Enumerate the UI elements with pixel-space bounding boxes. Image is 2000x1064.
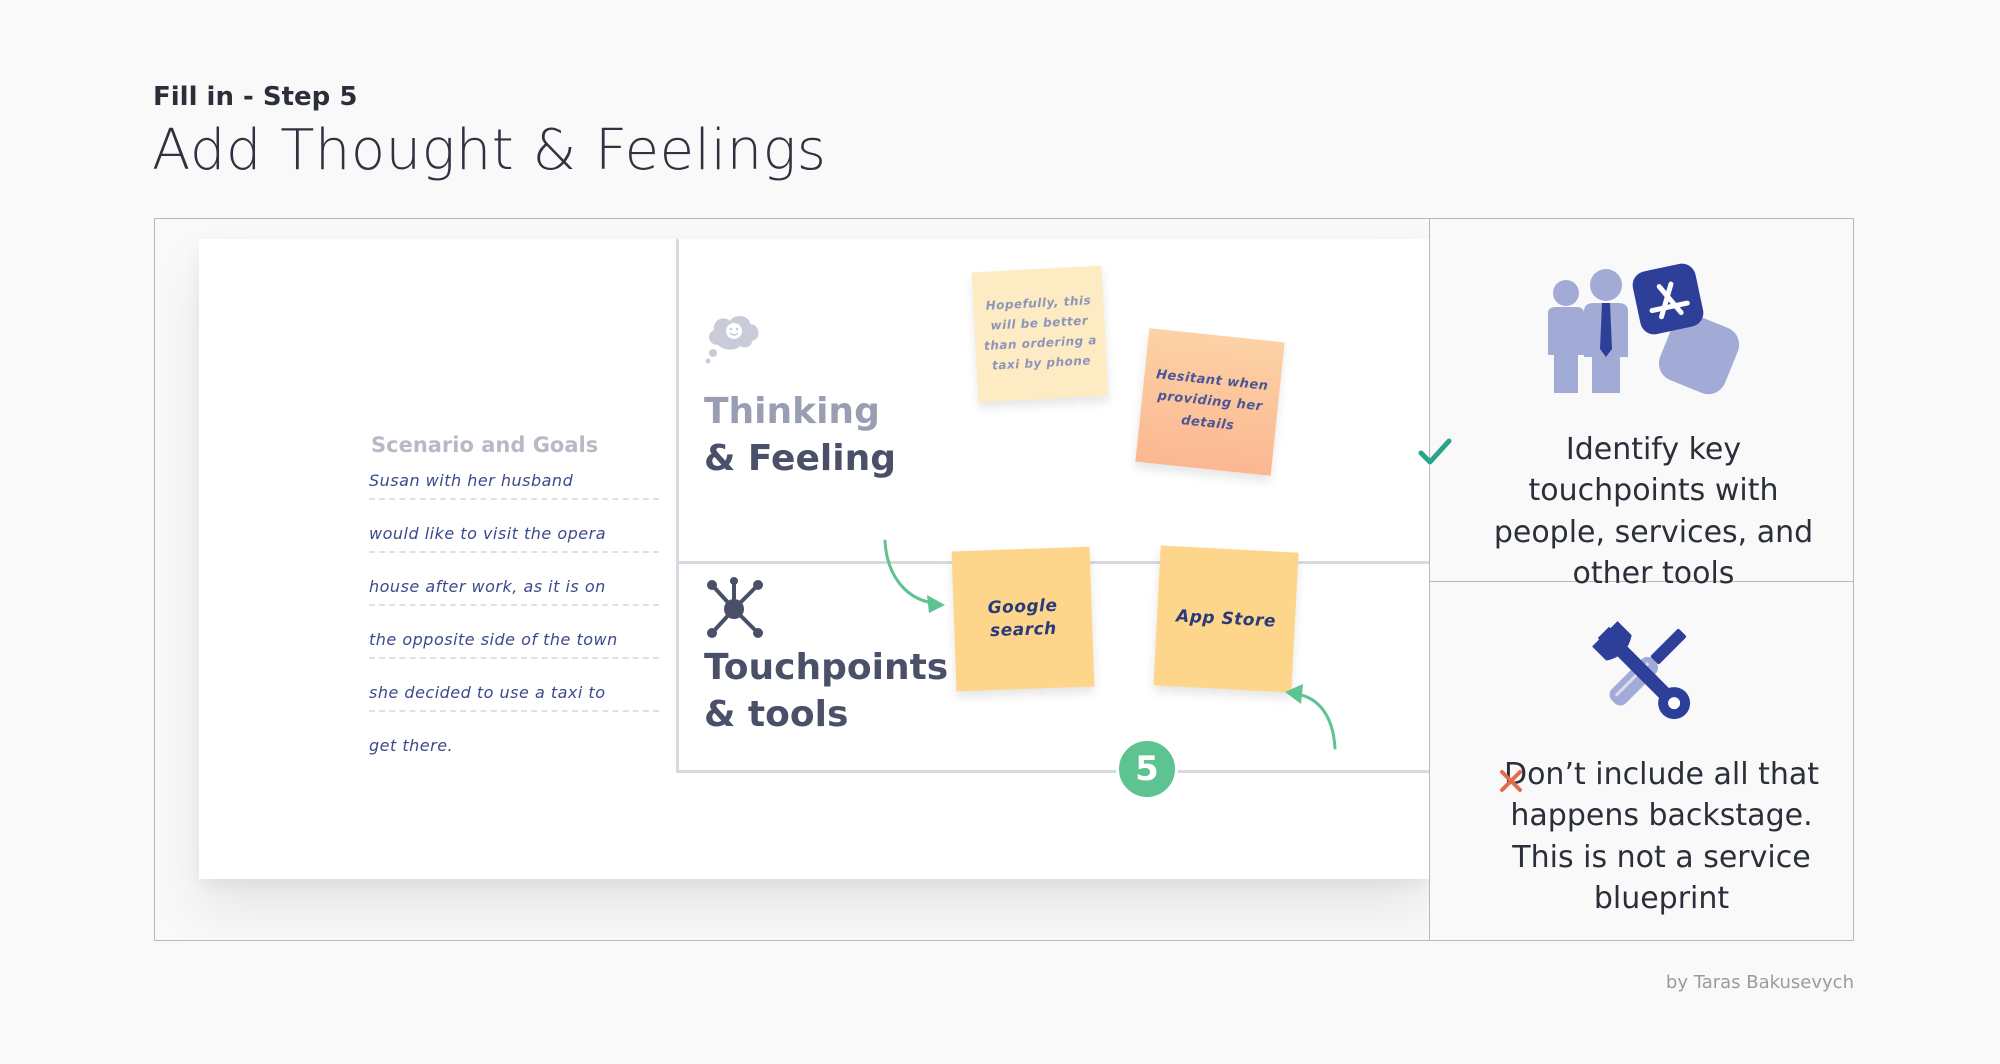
thinking-label: Thinking [704,391,880,432]
feeling-label: & Feeling [704,437,896,479]
curved-arrow-icon [879,537,949,621]
scenario-line: would like to visit the opera [369,524,659,553]
step-number-badge: 5 [1116,738,1178,800]
step-label: Fill in - Step 5 [153,82,358,112]
author-credit: by Taras Bakusevych [1665,972,1854,993]
dont-tip-panel: Don’t include all that happens backstage… [1430,582,1853,940]
journey-map-canvas: Scenario and Goals Susan with her husban… [199,239,1429,879]
network-hub-icon [702,577,766,645]
journey-map-illustration: Scenario and Goals Susan with her husban… [155,219,1430,940]
scenario-line: the opposite side of the town [369,630,659,659]
sticky-note-hesitant: Hesitant when providing her details [1135,328,1285,476]
cross-icon [1498,764,1524,805]
sticky-note-app-store: App Store [1153,545,1299,693]
lane-divider [676,770,1429,773]
do-tip-panel: Identify key touchpoints with people, se… [1418,219,1853,591]
dont-tip: Don’t include all that happens backstage… [1470,754,1853,920]
sticky-note-hopeful: Hopefully, this will be better than orde… [971,265,1109,403]
do-tip: Identify key touchpoints with people, se… [1418,429,1853,595]
thought-cloud-icon [704,311,764,369]
lane-divider-vertical [676,239,679,772]
slide-frame: Scenario and Goals Susan with her husban… [154,218,1854,941]
check-icon [1418,437,1452,478]
wrench-and-screwdriver-icon [1583,612,1703,736]
thinking-feeling-label: Thinking & Feeling [704,389,896,483]
page-title: Add Thought & Feelings [152,118,827,183]
scenario-line: Susan with her husband [369,471,659,500]
do-tip-text: Identify key touchpoints with people, se… [1493,432,1814,592]
tools-label: & tools [704,693,849,735]
scenario-line: house after work, as it is on [369,577,659,606]
curved-arrow-icon [1279,672,1349,756]
dont-tip-text: Don’t include all that happens backstage… [1503,757,1820,917]
scenario-line: she decided to use a taxi to [369,683,659,712]
people-and-app-store-icon [1544,259,1744,403]
sticky-note-google-search: Google search [951,546,1095,692]
touchpoints-label: Touchpoints [704,647,949,688]
scenario-title: Scenario and Goals [371,433,599,457]
touchpoints-tools-label: Touchpoints & tools [704,645,948,739]
scenario-line: get there. [369,736,454,755]
